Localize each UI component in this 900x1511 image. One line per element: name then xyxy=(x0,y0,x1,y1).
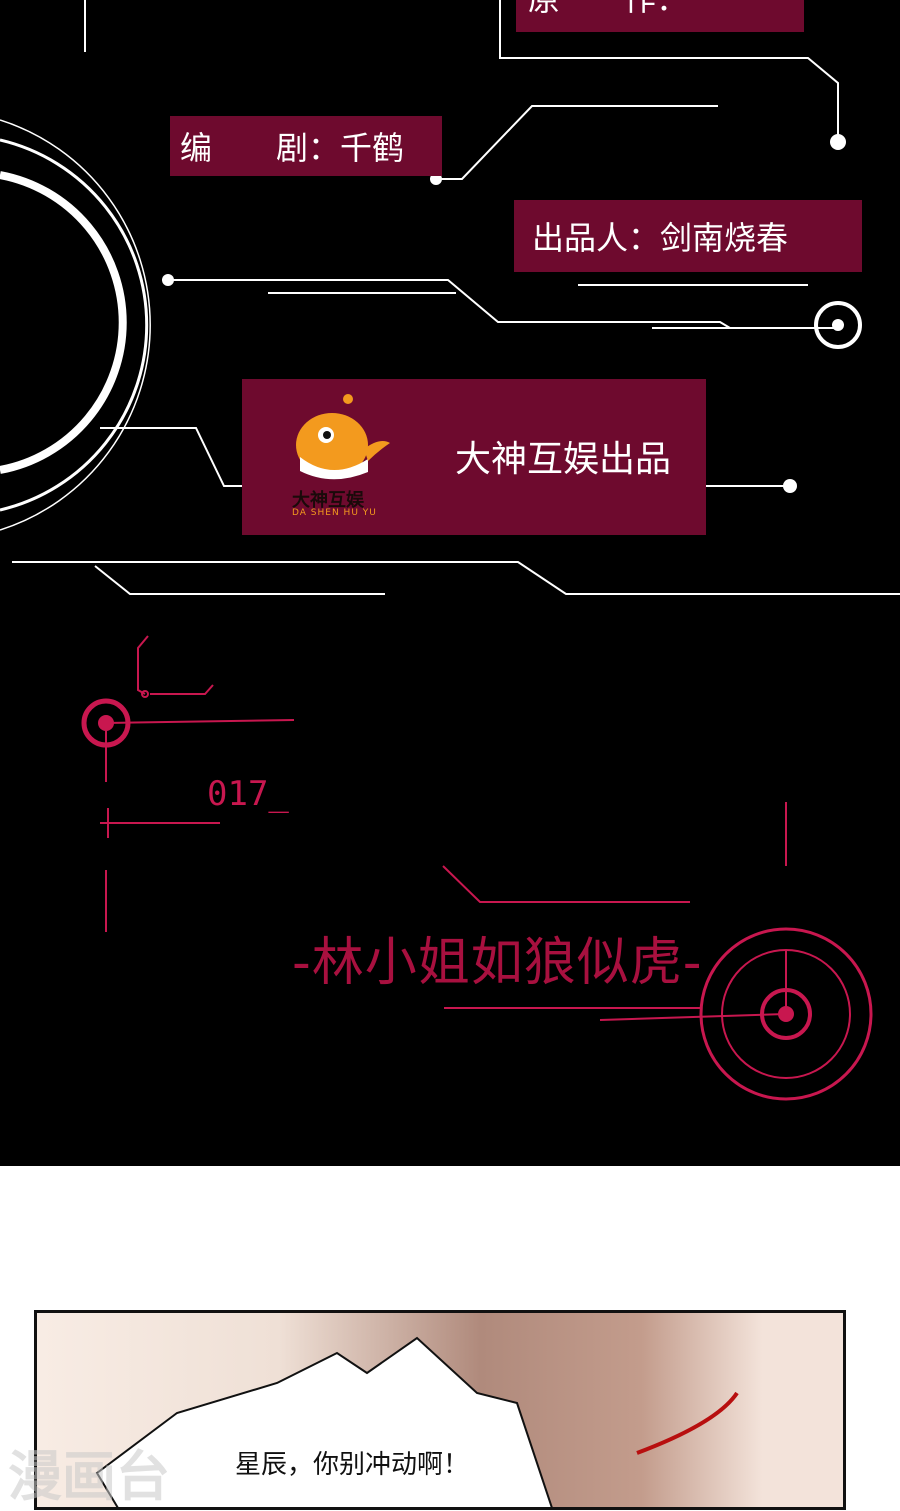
comic-panel xyxy=(34,1310,846,1510)
credit-producer-text: 出品人：剑南烧春 xyxy=(532,219,789,257)
chapter-title: -林小姐如狼似虎- xyxy=(292,933,703,993)
studio-presents-text: 大神互娱出品 xyxy=(455,439,672,480)
speech-bubble xyxy=(95,1336,739,1507)
studio-logo-en: DA SHEN HU YU xyxy=(292,508,377,518)
studio-logo-cn: 大神互娱 xyxy=(292,490,364,511)
credit-screenwriter: 编 剧：千鹤 xyxy=(170,116,442,176)
studio-banner xyxy=(242,379,706,535)
credit-original-author: 原 作： xyxy=(516,0,804,32)
chapter-number: 017_ xyxy=(207,774,289,814)
dialogue-text: 星辰，你别冲动啊！ xyxy=(235,1450,470,1480)
credit-screenwriter-text: 编 剧：千鹤 xyxy=(180,129,405,167)
credit-original-author-text: 原 作： xyxy=(528,0,688,20)
credit-producer: 出品人：剑南烧春 xyxy=(514,200,862,272)
watermark: 漫画台 xyxy=(8,1445,170,1508)
title-page-background xyxy=(0,0,900,1166)
hud-decoration xyxy=(0,0,900,1101)
whale-logo-icon xyxy=(296,394,390,480)
